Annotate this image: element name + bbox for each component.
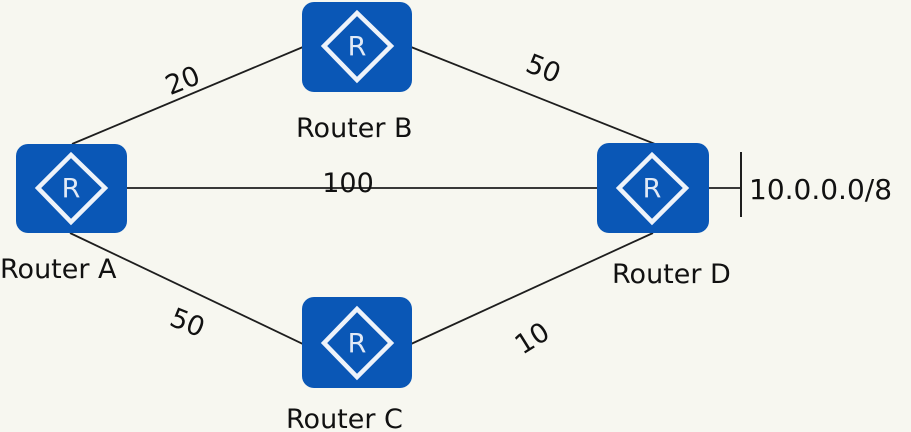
router-b-label: Router B [296,113,413,144]
cost-label-c-d: 10 [510,317,556,361]
router-diamond-icon [320,305,395,381]
router-diamond-icon [34,151,109,226]
cost-label-a-b: 20 [161,60,204,102]
router-d-box [597,143,709,233]
cost-label-a-d: 100 [322,168,374,199]
router-b-box [302,2,412,92]
links [69,46,742,345]
router-c-box [302,297,412,388]
router-d-label: Router D [612,259,731,290]
router-c-label: Router C [286,404,403,432]
router-icon: R [615,151,690,226]
cost-label-b-d: 50 [521,48,564,90]
link-b-d [410,46,656,145]
router-letter-icon: R [348,32,367,63]
cost-label-a-c: 50 [165,302,208,344]
router-icon: R [34,151,109,226]
router-a-label: Router A [0,254,117,285]
router-letter-icon: R [62,174,81,205]
link-a-b [71,46,304,145]
router-diamond-icon [615,151,690,226]
link-c-d [410,232,654,345]
router-letter-icon: R [643,174,662,205]
router-letter-icon: R [348,329,367,360]
router-b[interactable]: R [302,2,412,92]
router-c[interactable]: R [302,297,412,388]
network-prefix-label: 10.0.0.0/8 [749,173,892,206]
router-diamond-icon [320,9,395,84]
link-a-c [69,232,304,345]
router-icon: R [320,9,395,84]
router-d[interactable]: R [597,143,709,233]
router-icon: R [320,305,395,381]
router-a[interactable]: R [16,144,127,233]
router-a-box [16,144,127,233]
